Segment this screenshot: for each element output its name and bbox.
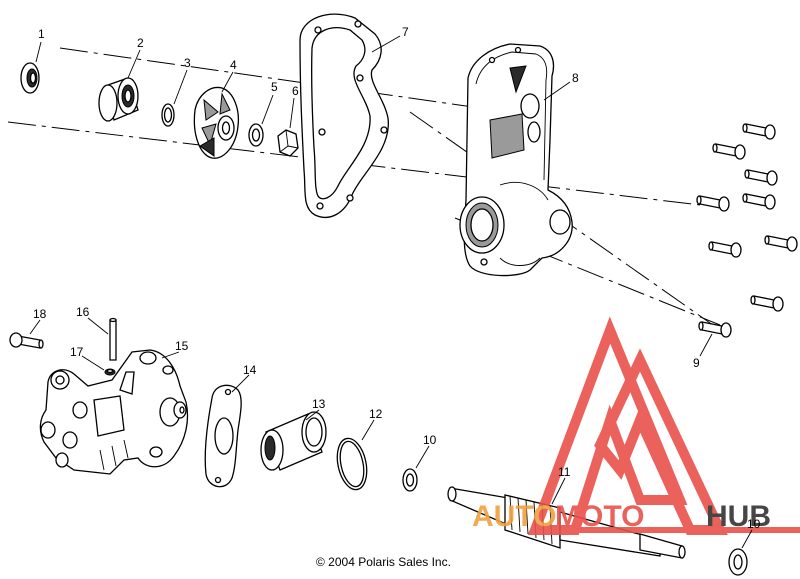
callout-15: 15 — [175, 339, 189, 353]
watermark-logo: AUTO MOTO HUB — [472, 316, 800, 535]
callout-10: 10 — [423, 433, 437, 447]
bolt — [696, 195, 730, 212]
part-9-bolts — [696, 123, 798, 338]
callout-numbers: 1 2 3 4 5 6 7 8 9 10 11 12 13 14 15 16 1… — [33, 25, 761, 531]
part-7-gasket — [299, 13, 389, 219]
callout-8: 8 — [572, 71, 579, 85]
part-2-bearing — [98, 77, 139, 122]
watermark-auto-text: AUTO — [472, 500, 556, 533]
part-1-seal — [20, 62, 40, 94]
callout-14: 14 — [243, 363, 257, 377]
bolt — [712, 143, 746, 160]
part-14-gasket — [204, 384, 242, 488]
callout-9: 9 — [693, 356, 700, 370]
bolt — [744, 169, 778, 186]
part-13-cylinder — [260, 411, 327, 471]
bolt — [708, 241, 742, 258]
callout-1: 1 — [38, 27, 45, 41]
part-3-ring — [161, 103, 175, 127]
callout-2: 2 — [137, 36, 144, 50]
bolt — [698, 321, 732, 338]
callout-12: 12 — [369, 407, 383, 421]
part-4-impeller — [193, 86, 240, 159]
callout-18: 18 — [33, 307, 47, 321]
callout-17: 17 — [70, 345, 84, 359]
bolt — [764, 235, 798, 252]
bolt — [742, 193, 776, 210]
part-6-nut — [277, 129, 299, 157]
copyright-text: © 2004 Polaris Sales Inc. — [316, 555, 451, 569]
callout-10-lower: 10 — [747, 517, 761, 531]
part-16-pin — [109, 317, 117, 361]
callout-6: 6 — [292, 84, 299, 98]
part-17-oring — [104, 368, 116, 376]
part-10-washer — [402, 468, 418, 492]
upper-axis-line — [7, 121, 701, 206]
callout-11: 11 — [558, 465, 571, 479]
callout-3: 3 — [184, 56, 191, 70]
callout-5: 5 — [271, 80, 278, 94]
part-5-washer — [248, 123, 264, 147]
part-15-pump-body — [39, 349, 189, 475]
watermark-hub-text: HUB — [706, 500, 771, 533]
callout-4: 4 — [230, 58, 237, 72]
watermark-moto-text: MOTO — [555, 500, 644, 533]
callout-7: 7 — [402, 25, 409, 39]
part-12-oring — [336, 437, 368, 491]
callout-16: 16 — [76, 305, 90, 319]
bolt — [742, 123, 776, 140]
part-18-bolt — [9, 332, 44, 349]
upper-axis-line-2 — [59, 47, 481, 109]
callout-leaders — [29, 35, 753, 549]
callout-13: 13 — [312, 397, 326, 411]
bolt — [750, 295, 784, 312]
part-8-cover-housing — [459, 43, 573, 277]
part-10-washer-lower — [728, 548, 748, 576]
